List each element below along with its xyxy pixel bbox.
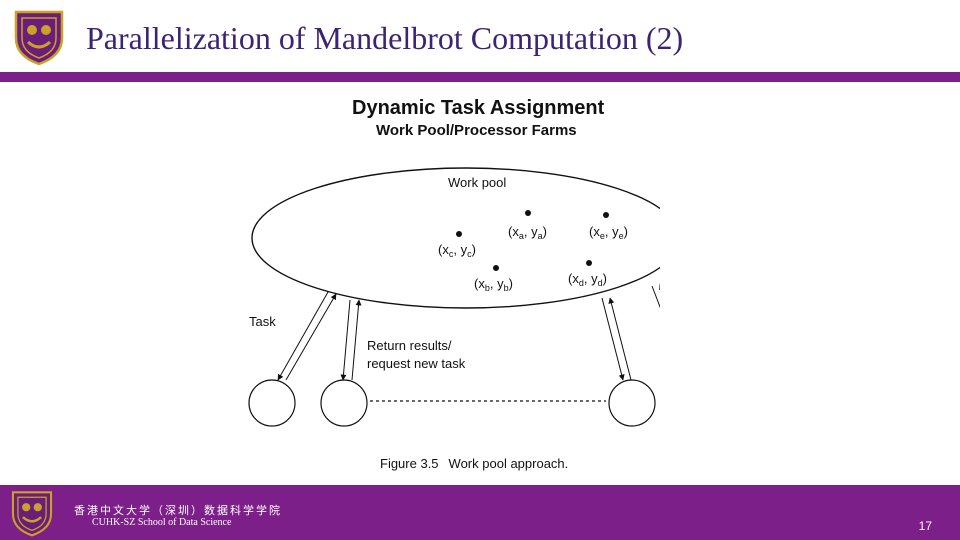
- task-label: Task: [249, 314, 276, 329]
- task-arrow-1: [277, 291, 329, 381]
- header-divider: [0, 72, 960, 82]
- page-title: Parallelization of Mandelbrot Computatio…: [86, 20, 684, 56]
- university-crest-icon: [14, 10, 64, 66]
- point-c-dot: [456, 231, 462, 237]
- processor-2: [320, 379, 368, 427]
- point-b-label: (xb, yb): [474, 276, 513, 293]
- return-arrow-1: [285, 293, 337, 381]
- page-number: 17: [918, 519, 932, 533]
- return-label-line2: request new task: [367, 356, 466, 371]
- figure-heading: Dynamic Task Assignment: [352, 97, 605, 119]
- point-a-label: (xa, ya): [508, 224, 547, 241]
- point-d-label: (xd, yd): [568, 271, 607, 288]
- work-pool-ellipse: [251, 167, 660, 309]
- point-c-label: (xc, yc): [438, 242, 476, 259]
- processor-1: [248, 379, 296, 427]
- task-arrow-3: [601, 297, 625, 381]
- slide-header: Parallelization of Mandelbrot Computatio…: [0, 0, 960, 72]
- footer-school-name-english: CUHK-SZ School of Data Science: [92, 517, 232, 528]
- processor-3: [608, 379, 656, 427]
- return-label-line1: Return results/: [367, 338, 452, 353]
- point-e-label: (xe, ye): [589, 224, 628, 241]
- point-a-dot: [525, 210, 531, 216]
- footer-school-name-chinese: 香港中文大学（深圳）数据科学学院: [74, 504, 282, 517]
- task-arrow-2: [340, 299, 351, 381]
- return-arrow-3: [608, 297, 632, 381]
- work-pool-label: Work pool: [448, 175, 506, 190]
- task-arrow-4: [651, 285, 660, 309]
- point-d-dot: [586, 260, 592, 266]
- university-crest-icon: [11, 491, 53, 537]
- work-pool-diagram: Dynamic Task Assignment Work Pool/Proces…: [248, 97, 660, 471]
- point-e-dot: [603, 212, 609, 218]
- figure-subheading: Work Pool/Processor Farms: [376, 122, 577, 139]
- point-b-dot: [493, 265, 499, 271]
- return-arrow-2: [351, 299, 362, 381]
- slide-footer: 香港中文大学（深圳）数据科学学院 CUHK-SZ School of Data …: [0, 485, 960, 540]
